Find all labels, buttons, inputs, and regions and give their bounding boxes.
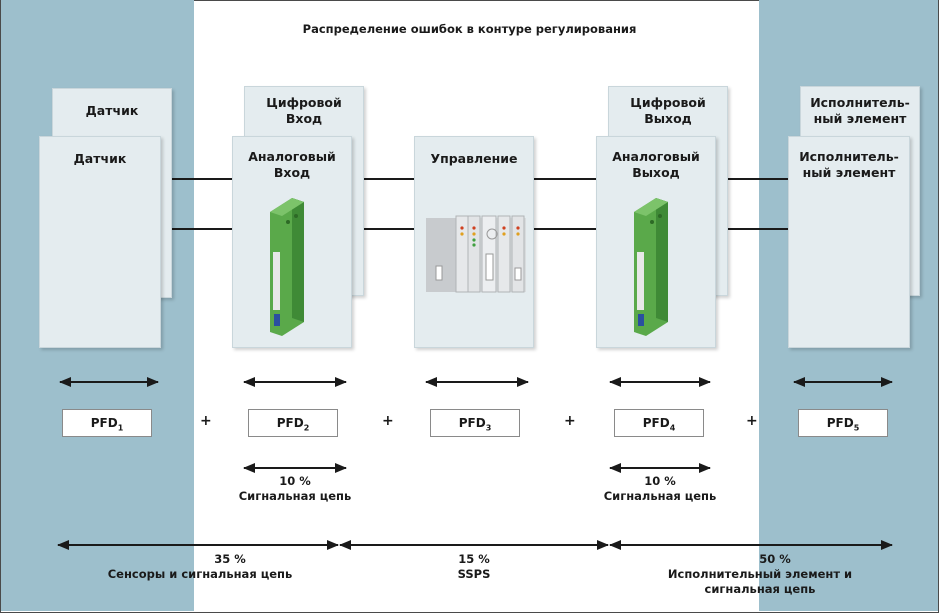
analog-output-module-image bbox=[634, 198, 668, 336]
pfd-box-5: PFD5 bbox=[798, 409, 888, 437]
digital-output-label: Цифровой Выход bbox=[630, 95, 706, 126]
signal-left-label: Сигнальная цепь bbox=[238, 489, 352, 503]
pfd-subscript: 4 bbox=[669, 423, 676, 433]
pfd-label: PFD bbox=[642, 416, 670, 430]
analog-input-label: Аналоговый Вход bbox=[248, 149, 336, 180]
diagram-title: Распределение ошибок в контуре регулиров… bbox=[302, 22, 637, 36]
pfd-box-2: PFD2 bbox=[248, 409, 338, 437]
digital-input-label: Цифровой Вход bbox=[266, 95, 342, 126]
analog-input-module-image bbox=[270, 198, 304, 336]
signal-left-pct: 10 % bbox=[279, 474, 311, 488]
pfd-box-1: PFD1 bbox=[62, 409, 152, 437]
pfd-subscript: 2 bbox=[303, 423, 310, 433]
pfd-label: PFD bbox=[90, 416, 118, 430]
bottom-right-label: Исполнительный элемент и сигнальная цепь bbox=[667, 567, 853, 596]
bottom-middle-text: 15 % SSPS bbox=[394, 552, 554, 582]
plus-sign-2: + bbox=[382, 413, 394, 429]
bottom-left-text: 35 % Сенсоры и сигнальная цепь bbox=[0, 552, 400, 582]
signal-left-text: 10 % Сигнальная цепь bbox=[215, 474, 375, 504]
bottom-left-label: Сенсоры и сигнальная цепь bbox=[107, 567, 293, 581]
pfd-box-3: PFD3 bbox=[430, 409, 520, 437]
pfd-subscript: 5 bbox=[853, 423, 860, 433]
safety-controller-image bbox=[426, 215, 526, 293]
signal-right-label: Сигнальная цепь bbox=[603, 489, 717, 503]
bottom-right-pct: 50 % bbox=[759, 552, 791, 566]
actuator-label: Исполнитель- ный элемент bbox=[799, 149, 899, 180]
bottom-left-pct: 35 % bbox=[214, 552, 246, 566]
actuator-back-label: Исполнитель- ный элемент bbox=[810, 95, 910, 126]
plus-sign-1: + bbox=[200, 413, 212, 429]
signal-right-text: 10 % Сигнальная цепь bbox=[580, 474, 740, 504]
sensor-label: Датчик bbox=[73, 151, 127, 166]
sensor-card: Датчик bbox=[39, 136, 161, 348]
pfd-label: PFD bbox=[458, 416, 486, 430]
actuator-card: Исполнитель- ный элемент bbox=[788, 136, 910, 348]
bottom-middle-label: SSPS bbox=[457, 567, 491, 581]
control-label: Управление bbox=[430, 151, 518, 166]
pfd-subscript: 3 bbox=[485, 423, 492, 433]
pfd-label: PFD bbox=[826, 416, 854, 430]
bottom-right-text: 50 % Исполнительный элемент и сигнальная… bbox=[610, 552, 910, 597]
analog-output-label: Аналоговый Выход bbox=[612, 149, 700, 180]
pfd-label: PFD bbox=[276, 416, 304, 430]
sensor-back-label: Датчик bbox=[85, 103, 139, 118]
pfd-subscript: 1 bbox=[117, 423, 124, 433]
bottom-middle-pct: 15 % bbox=[458, 552, 490, 566]
pfd-box-4: PFD4 bbox=[614, 409, 704, 437]
plus-sign-4: + bbox=[746, 413, 758, 429]
signal-right-pct: 10 % bbox=[644, 474, 676, 488]
plus-sign-3: + bbox=[564, 413, 576, 429]
